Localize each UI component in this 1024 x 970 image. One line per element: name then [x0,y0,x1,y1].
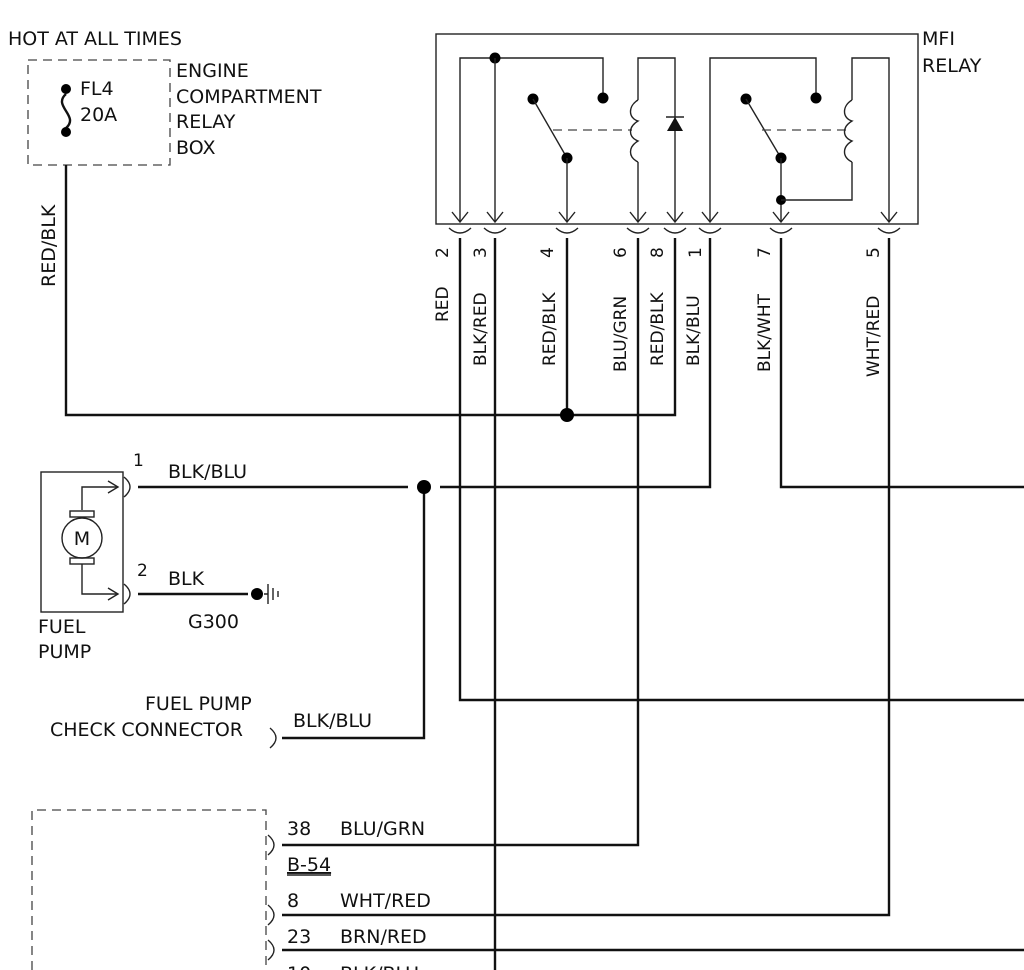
fuel-pump-motor-symbol: M [74,528,90,550]
relay-box-label-3: RELAY [176,111,236,133]
fuse-rating: 20A [80,104,117,126]
fuel-pump-pin1-num: 1 [133,451,144,471]
relay-pin-7-color: BLK/WHT [755,293,775,372]
fuel-pump-motor-icon [61,480,120,601]
mfi-relay-label-1: MFI [922,28,955,50]
fuel-pump-pin1-color: BLK/BLU [168,461,247,483]
mfi-relay-label-2: RELAY [922,55,982,77]
ecu-pin-38-color: BLU/GRN [340,818,425,840]
relay-pin-5-num: 5 [864,247,884,258]
ecu-pin-8-connector [267,904,275,926]
relay-pin-6-num: 6 [611,247,631,258]
fuse-wire-color: RED/BLK [38,204,60,287]
relay-pin-3-num: 3 [471,247,491,258]
relay-pin-4-num: 4 [538,247,558,258]
ecu-pin-23-color: BRN/RED [340,926,427,948]
check-connector-label-2: CHECK CONNECTOR [50,719,243,741]
fuse-name: FL4 [80,78,114,100]
mfi-relay-outline [435,33,919,225]
fuel-pump-pin2-color: BLK [168,568,205,590]
relay-pin-5-color: WHT/RED [864,296,884,377]
check-connector-symbol [269,727,277,749]
relay-pin-2-num: 2 [433,247,453,258]
relay-box-label-2: COMPARTMENT [176,86,322,108]
relay-pin-8-num: 8 [648,247,668,258]
ecu-pin-38-connector [267,834,275,856]
relay-pin-7-num: 7 [755,247,775,258]
check-connector-color: BLK/BLU [293,710,372,732]
ground-label: G300 [188,611,239,633]
ecu-pin-8-num: 8 [287,890,299,912]
check-connector-label-1: FUEL PUMP [145,693,252,715]
hot-at-all-times-label: HOT AT ALL TIMES [8,28,182,50]
splice-blk-blu [417,480,431,494]
wires [64,165,1024,970]
relay-box-label-1: ENGINE [176,60,249,82]
ecu-pin-23-connector [267,939,275,961]
relay-box-outline [27,59,171,166]
fuel-pump-label-1: FUEL [38,616,86,638]
ecu-pin-10-color: BLK/BLU [340,963,419,970]
fuel-pump-pin2-num: 2 [137,561,148,581]
relay-box-label-4: BOX [176,137,215,159]
ecu-pin-38-num: 38 [287,818,311,840]
relay-internal-circuit [459,52,890,222]
ecu-pin-8-color: WHT/RED [340,890,431,912]
fuel-pump-outline [40,471,124,613]
ground-icon [251,584,279,604]
splice-red-blk [560,408,574,422]
relay-pin-6-color: BLU/GRN [611,296,631,372]
fuel-pump-pin2-connector [123,583,131,605]
relay-pin-2-color: RED [433,286,453,322]
ecu-connector-name: B-54 [287,854,331,876]
ecu-pin-23-num: 23 [287,926,311,948]
relay-pin-terminals [448,211,901,234]
relay-pin-4-color: RED/BLK [540,291,560,366]
ecu-pin-10-num: 10 [287,963,311,970]
relay-pin-8-color: RED/BLK [648,291,668,366]
relay-pin-3-color: BLK/RED [471,292,491,366]
relay-pin-1-num: 1 [686,247,706,258]
fuse-fl4-symbol [60,84,72,137]
fuel-pump-label-2: PUMP [38,641,91,663]
fuel-pump-pin1-connector [123,476,131,498]
ecu-outline [31,809,267,970]
relay-pin-1-color: BLK/BLU [684,295,704,366]
